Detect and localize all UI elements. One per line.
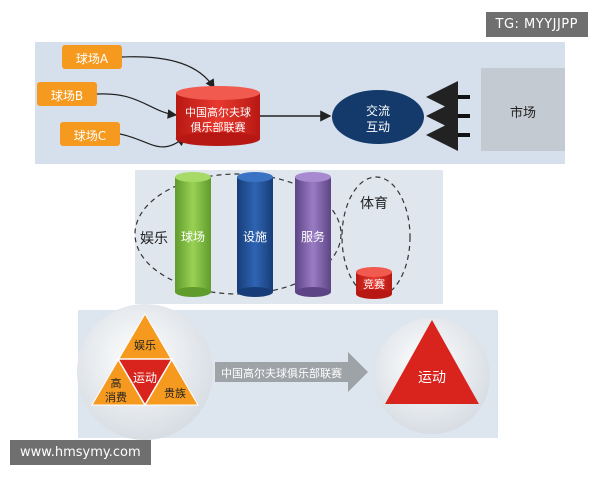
triangle-center-label: 运动 [132,371,157,385]
arrow-label: 中国高尔夫球俱乐部联赛 [221,367,342,380]
sports-label: 体育 [360,196,388,212]
result-label: 运动 [418,370,446,386]
entertainment-ellipse [134,173,342,295]
triangle-left-label-line1: 高 [110,377,122,390]
club-label-line1: 中国高尔夫球 [185,106,251,119]
triangle-left-label-line2: 消费 [105,391,127,404]
course-c-box [60,122,120,146]
course-a-box [62,45,122,69]
right-triangle [385,320,479,404]
exchange-ellipse [332,90,424,144]
exchange-label-line2: 互动 [365,120,390,134]
pillar-course-label: 球场 [180,230,205,244]
pillar-facility [237,172,273,297]
transform-arrow [215,352,368,392]
watermark-tag: TG: MYYJJPP [485,12,588,37]
market-box [481,68,565,151]
triangle-top-label: 娱乐 [134,339,156,352]
competition-cylinder [356,267,392,299]
top-panel [35,42,565,164]
club-label-line2: 俱乐部联赛 [190,121,246,134]
market-label: 市场 [509,106,536,121]
arrow-course-c [119,133,186,148]
pillar-service [295,172,331,297]
watermark-url: www.hmsymy.com [10,440,151,465]
course-b-box [37,82,97,106]
exchange-label-line1: 交流 [365,104,390,118]
pillar-service-label: 服务 [300,230,325,244]
pillar-course [175,172,211,297]
left-triangle-inner [116,358,174,407]
arrow-course-b [96,93,178,119]
entertainment-label: 娱乐 [140,231,168,247]
arrow-course-a [121,56,215,90]
course-c-label: 球场C [73,129,107,143]
club-cylinder [176,86,260,146]
triangle-right-label: 贵族 [164,387,186,400]
course-b-label: 球场B [50,89,84,103]
competition-label: 竞赛 [363,278,385,291]
course-a-label: 球场A [75,52,109,66]
pillar-facility-label: 设施 [242,230,267,244]
